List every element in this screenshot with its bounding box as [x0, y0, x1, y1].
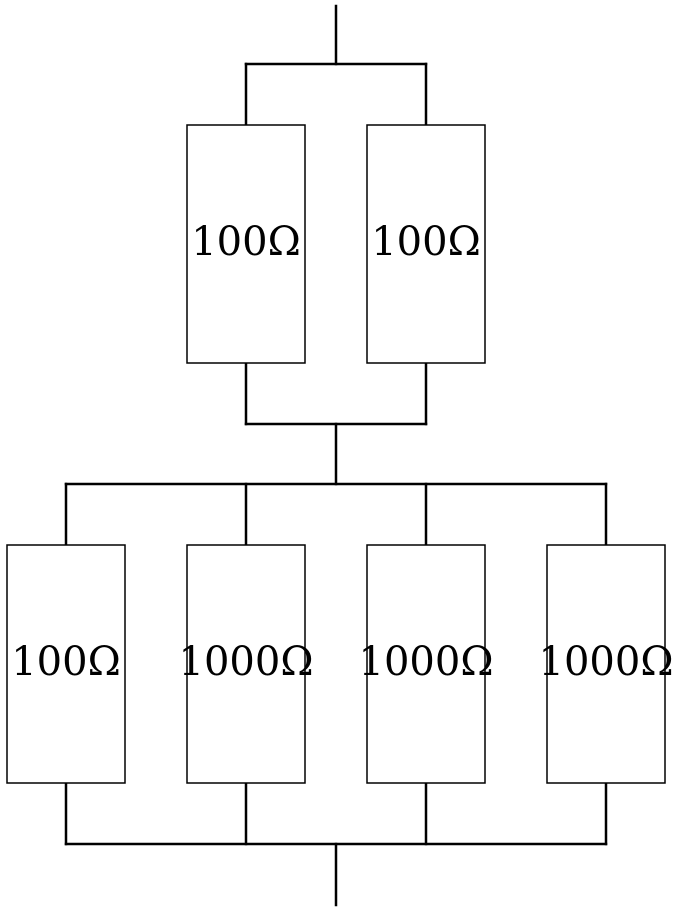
lower-resistor-2: 1000Ω — [179, 544, 314, 784]
upper-resistor-2: 100Ω — [366, 124, 486, 364]
resistor-label: 1000Ω — [179, 639, 314, 685]
upper-parallel-group: 100Ω 100Ω — [186, 62, 486, 426]
resistor-body — [366, 124, 486, 364]
resistor-label: 100Ω — [191, 219, 301, 265]
resistor-body — [366, 544, 486, 784]
upper-resistor-1: 100Ω — [186, 124, 306, 364]
resistor-label: 100Ω — [371, 219, 481, 265]
resistor-label: 1000Ω — [539, 639, 673, 685]
resistor-body — [186, 544, 306, 784]
resistor-body — [6, 544, 126, 784]
resistor-label: 1000Ω — [359, 639, 494, 685]
lower-resistor-4: 1000Ω — [539, 544, 673, 784]
lower-resistor-3: 1000Ω — [359, 544, 494, 784]
lower-parallel-group: 100Ω 1000Ω 1000Ω 1000Ω — [6, 482, 673, 846]
resistor-body — [186, 124, 306, 364]
resistor-label: 100Ω — [11, 639, 121, 685]
resistor-body — [546, 544, 666, 784]
lower-resistor-1: 100Ω — [6, 544, 126, 784]
